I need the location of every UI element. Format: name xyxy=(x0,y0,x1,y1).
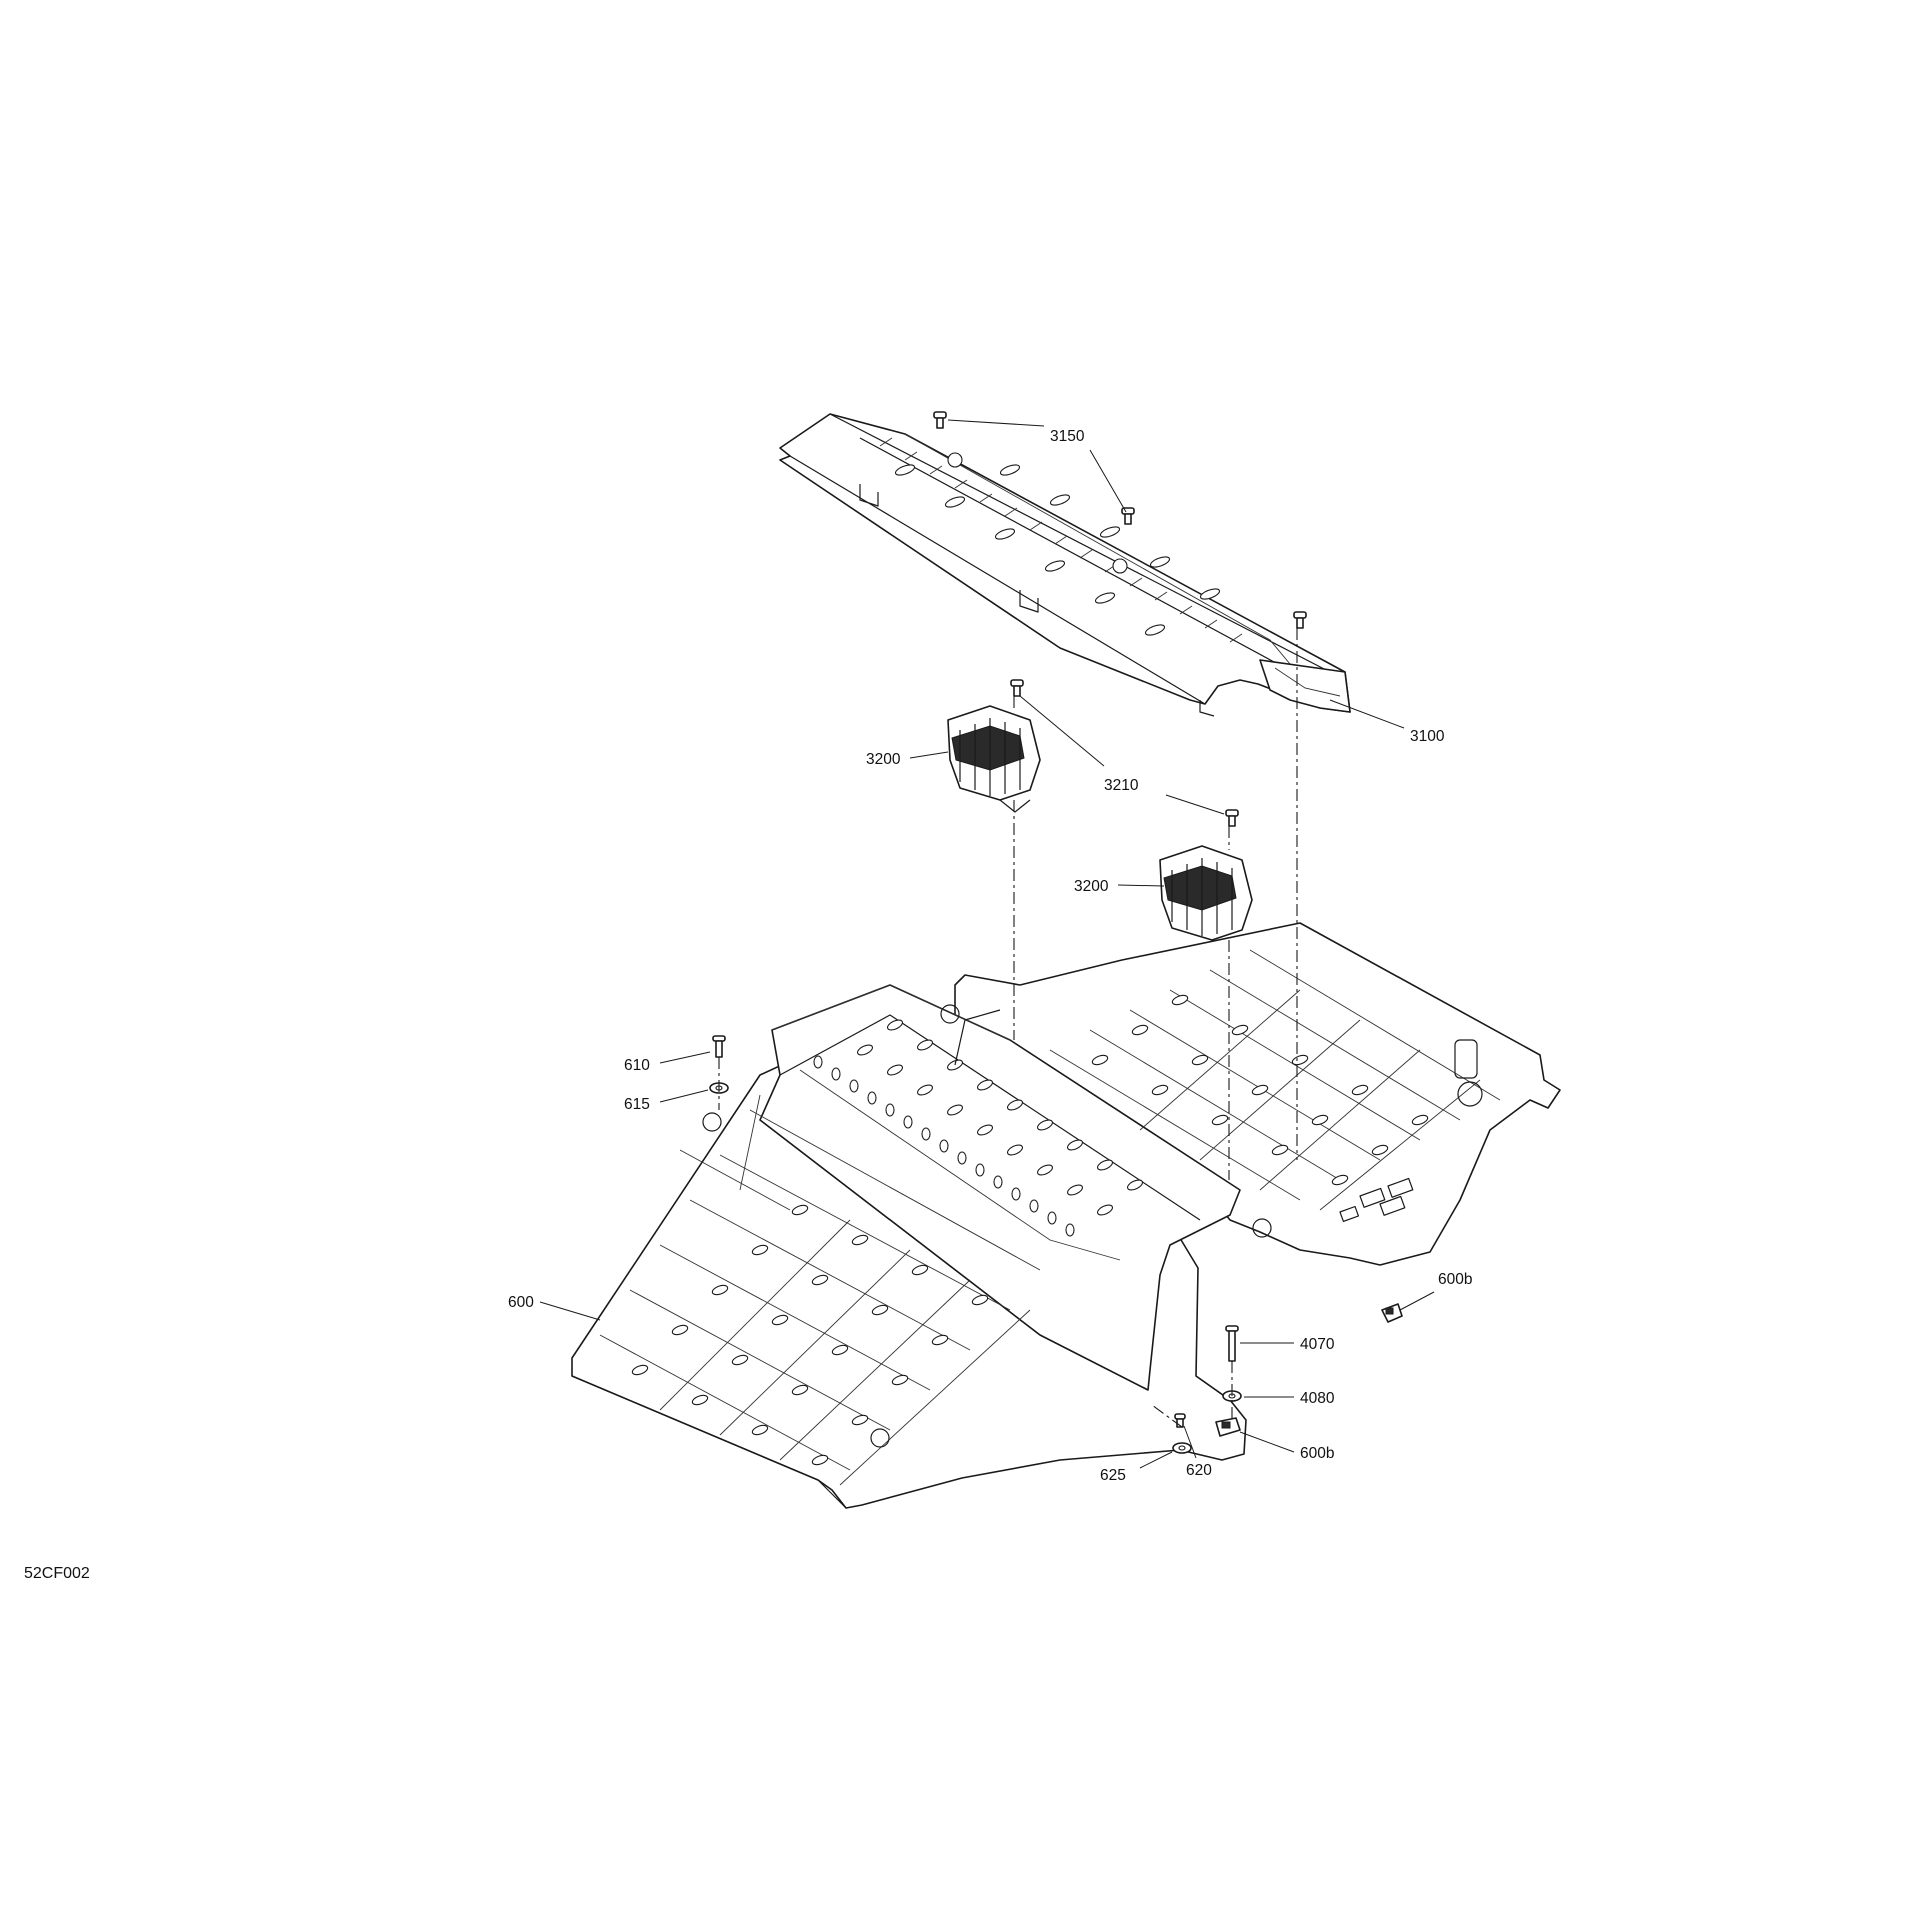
tunnel-cover-part[interactable] xyxy=(779,413,1351,717)
screw-4070[interactable] xyxy=(1225,1325,1239,1362)
callout-625: 625 xyxy=(1100,1467,1126,1484)
screw-3150-b[interactable] xyxy=(1121,507,1135,525)
screw-610[interactable] xyxy=(712,1035,726,1058)
screw-3210-a[interactable] xyxy=(1010,679,1024,697)
callout-600b-upper: 600b xyxy=(1438,1271,1472,1288)
callout-4080: 4080 xyxy=(1300,1390,1335,1407)
callout-3200-right: 3200 xyxy=(1074,878,1109,895)
diagram-code: 52CF002 xyxy=(24,1565,90,1582)
leader-lines xyxy=(539,419,1435,1469)
callout-600b-lower: 600b xyxy=(1300,1445,1334,1462)
clamp-3200-left[interactable] xyxy=(947,705,1041,813)
callout-615: 615 xyxy=(624,1096,650,1113)
clip-600b-lower[interactable] xyxy=(1215,1417,1241,1437)
screw-3150-a[interactable] xyxy=(933,411,947,429)
callout-610: 610 xyxy=(624,1057,650,1074)
callout-3150: 3150 xyxy=(1050,428,1085,445)
callout-3210: 3210 xyxy=(1104,777,1139,794)
callout-4070: 4070 xyxy=(1300,1336,1335,1353)
washer-625[interactable] xyxy=(1172,1442,1192,1454)
callout-600: 600 xyxy=(508,1294,534,1311)
assembly-axes xyxy=(718,628,1298,1428)
screw-3210-b[interactable] xyxy=(1225,809,1239,827)
screw-3150-c[interactable] xyxy=(1293,611,1307,629)
callout-3200-left: 3200 xyxy=(866,751,901,768)
floor-pan-part[interactable] xyxy=(571,922,1561,1509)
callout-620: 620 xyxy=(1186,1462,1212,1479)
callout-3100: 3100 xyxy=(1410,728,1445,745)
clamp-3200-right[interactable] xyxy=(1159,845,1253,953)
clip-600b-upper[interactable] xyxy=(1381,1303,1403,1323)
